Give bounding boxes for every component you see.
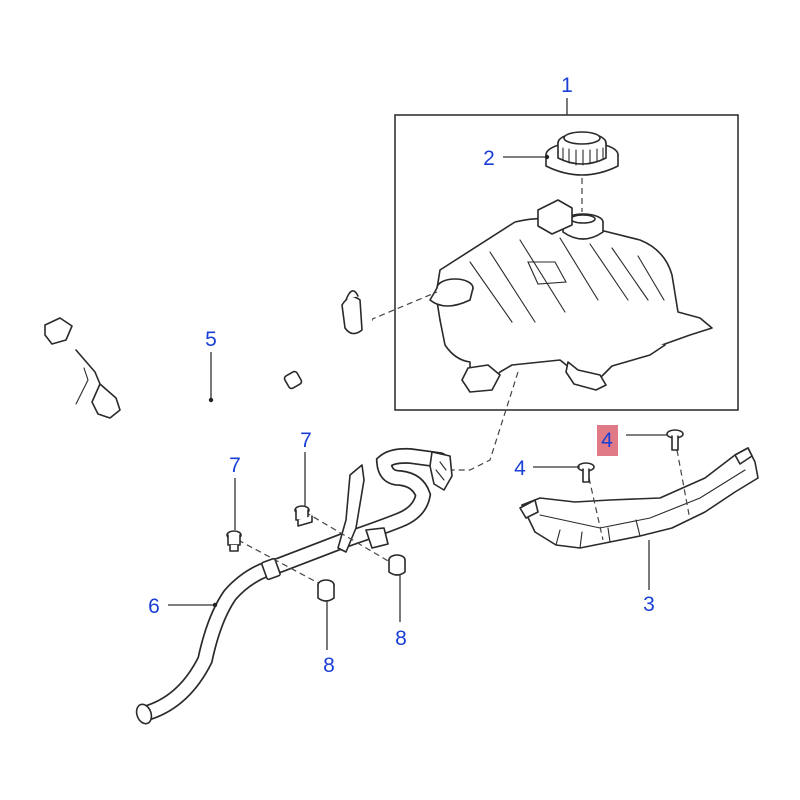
callout-4-left[interactable]: 4 <box>514 457 526 480</box>
selected-callout-highlight <box>597 425 618 456</box>
callout-7-right[interactable]: 7 <box>300 429 312 452</box>
callout-8-left[interactable]: 8 <box>323 654 335 677</box>
callout-1[interactable]: 1 <box>561 74 573 97</box>
pressure-cap[interactable] <box>545 131 619 176</box>
callout-5[interactable]: 5 <box>205 328 217 351</box>
callout-2[interactable]: 2 <box>483 147 495 170</box>
screw-right[interactable] <box>666 429 684 451</box>
bolt-left[interactable] <box>226 530 242 552</box>
coolant-expansion-tank[interactable] <box>429 199 713 393</box>
bolt-right[interactable] <box>294 505 313 527</box>
tank-mounting-bracket[interactable] <box>519 447 759 549</box>
callout-6[interactable]: 6 <box>148 595 160 618</box>
callout-4-selected[interactable]: 4 <box>601 429 613 452</box>
bush-left[interactable] <box>317 579 335 602</box>
vent-hose-assembly[interactable] <box>44 290 373 419</box>
callout-3[interactable]: 3 <box>643 593 655 616</box>
screw-left[interactable] <box>577 462 595 483</box>
coolant-hose[interactable] <box>134 447 453 726</box>
callout-8-right[interactable]: 8 <box>395 627 407 650</box>
bush-right[interactable] <box>388 554 406 576</box>
callout-7-left[interactable]: 7 <box>229 454 241 477</box>
